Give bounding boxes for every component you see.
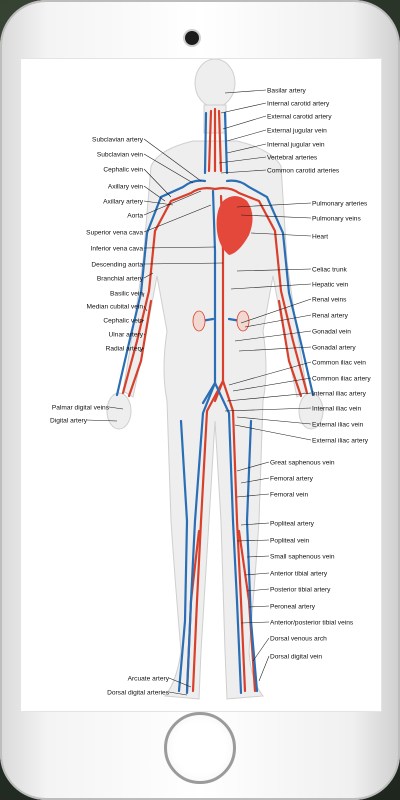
label-right-renal-artery: Renal artery (312, 312, 349, 319)
label-left-axillary-vein: Axillary vein (108, 183, 144, 190)
label-right-anterior-tibial-artery: Anterior tibial artery (270, 570, 328, 577)
label-left-cephalic-vein: Cephalic vein (103, 166, 143, 173)
label-left-inferior-vena-cava: Inferior vena cava (91, 245, 144, 252)
label-right-femoral-vein: Femoral vein (270, 491, 308, 498)
label-left-branchial-artery: Branchial artery (97, 275, 144, 282)
label-right-hepatic-vein: Hepatic vein (312, 281, 349, 288)
label-right-internal-carotid-artery: Internal carotid artery (267, 100, 330, 107)
label-right-anterior-posterior-tibial-veins: Anterior/posterior tibial veins (270, 619, 354, 626)
label-right-dorsal-venous-arch: Dorsal venous arch (270, 635, 327, 642)
label-right-popliteal-artery: Popliteal artery (270, 520, 315, 527)
left-kidney-shape (192, 310, 206, 332)
label-right-gonadal-vein: Gonadal vein (312, 328, 351, 335)
label-left-superior-vena-cava: Superior vena cava (86, 229, 143, 236)
label-right-internal-iliac-artery: Internal iliac artery (312, 390, 367, 397)
leader-lines (86, 89, 312, 696)
label-right-common-iliac-artery: Common iliac artery (312, 375, 371, 382)
label-left-axillary-artery: Axillary artery (103, 198, 144, 205)
label-left-arcuate-artery: Arcuate artery (128, 675, 170, 682)
label-right-heart: Heart (312, 233, 328, 240)
label-left-descending-aorta: Descending aorta (91, 261, 143, 268)
label-right-external-iliac-vein: External iliac vein (312, 421, 364, 428)
label-right-dorsal-digital-vein: Dorsal digital vein (270, 653, 322, 660)
label-right-pulmonary-veins: Pulmonary veins (312, 215, 361, 222)
label-right-internal-iliac-vein: Internal iliac vein (312, 405, 361, 412)
label-right-common-carotid-arteries: Common carotid arteries (267, 167, 340, 174)
label-left-median-cubital-vein: Median cubital vein (87, 303, 144, 310)
label-right-gonadal-artery: Gonadal artery (312, 344, 356, 351)
label-right-pulmonary-arteries: Pulmonary arteries (312, 200, 368, 207)
label-left-basilic-vein: Basilic vein (110, 290, 143, 297)
heart-shape (216, 196, 253, 255)
label-left-radial-artery: Radial artery (106, 345, 144, 352)
body-silhouette (106, 59, 324, 700)
label-right-common-iliac-vein: Common iliac vein (312, 359, 366, 366)
label-right-external-iliac-artery: External iliac artery (312, 437, 369, 444)
label-left-dorsal-digital-arteries: Dorsal digital arteries (107, 689, 170, 696)
label-right-peroneal-artery: Peroneal artery (270, 603, 316, 610)
veins (115, 111, 315, 695)
label-right-celiac-trunk: Celiac trunk (312, 266, 348, 273)
label-left-ulnar-artery: Ulnar artery (109, 331, 144, 338)
label-left-aorta: Aorta (127, 212, 143, 219)
label-right-vertebral-arteries: Vertebral arteries (267, 154, 318, 161)
label-right-popliteal-vein: Popliteal vein (270, 537, 310, 544)
label-right-posterior-tibial-artery: Posterior tibial artery (270, 586, 331, 593)
label-right-internal-jugular-vein: Internal jugular vein (267, 141, 325, 148)
label-right-small-saphenous-vein: Small saphenous vein (270, 553, 335, 560)
label-left-digital-artery: Digital artery (50, 417, 88, 424)
label-left-palmar-digital-veins: Palmar digital veins (52, 404, 110, 411)
label-right-great-saphenous-vein: Great saphenous vein (270, 459, 335, 466)
label-right-basilar-artery: Basilar artery (267, 87, 307, 94)
label-right-external-jugular-vein: External jugular vein (267, 127, 327, 134)
label-right-renal-veins: Renal veins (312, 296, 347, 303)
front-camera-icon (185, 31, 199, 45)
label-right-external-carotid-artery: External carotid artery (267, 113, 332, 120)
label-left-subclavian-vein: Subclavian vein (97, 151, 144, 158)
label-left-cephalic-vein: Cephalic vein (103, 317, 143, 324)
label-right-femoral-artery: Femoral artery (270, 475, 314, 482)
right-kidney-shape (236, 310, 250, 332)
label-left-subclavian-artery: Subclavian artery (92, 136, 144, 143)
home-button[interactable] (164, 712, 236, 784)
